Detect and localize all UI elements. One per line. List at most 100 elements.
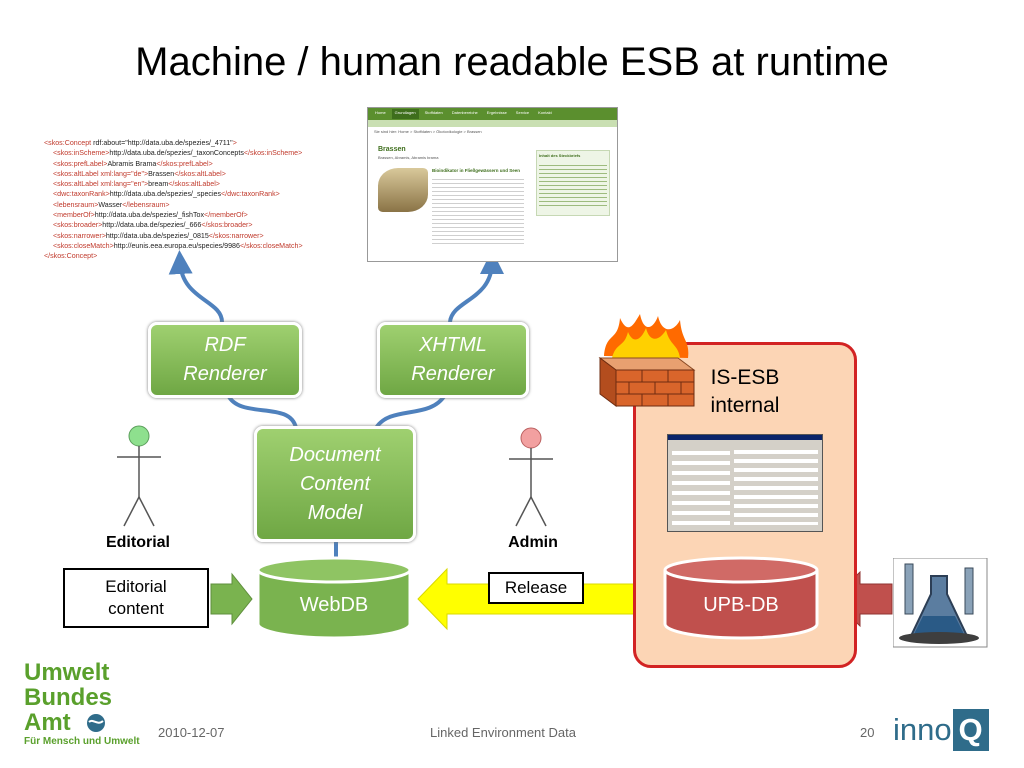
xml-line: <dwc:taxonRank>http://data.uba.de/spezie… [44, 189, 334, 199]
xml-tag: <skos:broader> [53, 221, 103, 230]
admin-actor-label: Admin [508, 534, 558, 551]
dcm-line1: Document [289, 443, 381, 466]
xml-tag: <memberOf> [53, 211, 95, 220]
release-box: Release [488, 572, 584, 604]
xml-tag: <skos:closeMatch> [53, 241, 114, 250]
xml-tag: <lebensraum> [53, 200, 99, 209]
webdb-cylinder [256, 556, 412, 640]
xml-line: <skos:broader>http://data.uba.de/spezies… [44, 220, 334, 230]
rdf-to-dcm-connector [226, 393, 298, 429]
rdf-renderer-node: RDF Renderer [148, 322, 302, 398]
uba-logo-line3: Amt [24, 709, 71, 736]
preview-nav-item: Grundlagen [391, 109, 419, 119]
xml-tag: <dwc:taxonRank> [53, 190, 110, 199]
is-esb-label-line1: IS-ESB [710, 366, 780, 389]
editorial-content-box: Editorial content [63, 568, 209, 628]
document-content-model-node: Document Content Model [254, 426, 416, 542]
is-esb-label-line2: internal [710, 394, 780, 417]
slide-title: Machine / human readable ESB at runtime [135, 40, 889, 84]
xhtml-renderer-node: XHTML Renderer [377, 322, 529, 398]
xml-tag: <skos:inScheme> [53, 149, 110, 158]
fish-image [378, 168, 428, 212]
preview-body-text [432, 176, 524, 246]
editorial-content-line2: content [108, 599, 164, 618]
xml-line: <skos:altLabel xml:lang="de">Brassen</sk… [44, 169, 334, 179]
preview-nav-item: Stoffdaten [424, 110, 443, 115]
xml-tag: </skos:broader> [201, 221, 253, 230]
editorial-to-webdb-arrow [210, 572, 253, 626]
xml-value: http://data.uba.de/spezies/_666 [102, 221, 202, 230]
xml-tag: <skos:narrower> [53, 231, 106, 240]
xhtml-renderer-line2: Renderer [411, 363, 495, 385]
xml-tag: </skos:prefLabel> [156, 159, 213, 168]
xml-value: http://data.uba.de/spezies/_species [109, 190, 222, 199]
rdf-renderer-line2: Renderer [183, 363, 267, 385]
xml-tag: </memberOf> [204, 211, 248, 220]
preview-nav-bar: Home Grundlagen Stoffdaten Datenbereiche Erg… [368, 108, 617, 120]
xml-line: <skos:prefLabel>Abramis Brama</skos:pref… [44, 159, 334, 169]
firewall-icon [598, 314, 696, 407]
xml-value: Abramis Brama [107, 159, 157, 168]
xml-tag: > [232, 139, 237, 147]
xml-tag: <skos:prefLabel> [53, 159, 108, 168]
xhtml-output-arrow [448, 250, 504, 323]
xhtml-page-preview: Home Grundlagen Stoffdaten Datenbereiche Erg… [367, 107, 618, 262]
preview-section-title: Bioindikator in Fließgewässern und Seen [432, 168, 521, 173]
xml-value: http://data.uba.de/spezies/_taxonConcept… [109, 149, 244, 158]
innoq-logo: inno Q [893, 708, 989, 752]
xml-line: <skos:Concept rdf:about="http://data.uba… [44, 138, 334, 148]
xml-value: Wasser [98, 200, 123, 209]
innoq-logo-q: Q [952, 709, 989, 751]
xml-value: http://eunis.eea.europa.eu/species/9986 [113, 241, 240, 250]
footer-page-number: 20 [860, 725, 875, 740]
editorial-actor-label: Editorial [105, 534, 170, 551]
dcm-line3: Model [307, 501, 363, 524]
xml-line: </skos:Concept> [44, 251, 334, 261]
rdf-xml-snippet: <skos:Concept rdf:about="http://data.uba… [44, 138, 334, 262]
uba-logo-tagline: Für Mensch und Umwelt [24, 736, 140, 747]
uba-logo: Umwelt Bundes Amt Für Mensch und Umwelt [24, 660, 142, 748]
webdb-label: WebDB [299, 594, 369, 616]
preview-nav-item: Home [375, 110, 386, 115]
preview-nav-item: Kontakt [538, 110, 552, 115]
preview-nav-item: Datenbereiche [451, 110, 478, 115]
globe-icon [86, 713, 105, 732]
xml-line: <lebensraum>Wasser</lebensraum> [44, 200, 334, 210]
xml-tag: </skos:Concept> [44, 252, 98, 261]
xml-tag: <skos:altLabel xml:lang="de"> [53, 169, 149, 178]
xml-value: Brassen [148, 169, 175, 178]
is-esb-label: IS-ESB internal [690, 364, 800, 420]
xml-value: rdf:about="http://data.uba.de/spezies/_4… [91, 139, 233, 147]
footer-date: 2010-12-07 [158, 725, 225, 740]
xml-line: <memberOf>http://data.uba.de/spezies/_fi… [44, 210, 334, 220]
xml-line: <skos:inScheme>http://data.uba.de/spezie… [44, 148, 334, 158]
upb-form-preview [667, 434, 823, 532]
upbdb-cylinder [663, 556, 819, 640]
xhtml-to-dcm-connector [374, 393, 447, 430]
editorial-content-line1: Editorial [105, 577, 167, 596]
rdf-output-arrow [168, 250, 224, 323]
innoq-logo-text: inno [893, 712, 952, 747]
uba-logo-line1: Umwelt [24, 659, 110, 686]
dcm-line2: Content [299, 472, 371, 495]
xml-value: http://data.uba.de/spezies/_0815 [105, 231, 209, 240]
rdf-renderer-line1: RDF [204, 334, 246, 356]
preview-sidebar: Inhalt des Steckbriefs [536, 150, 610, 216]
editorial-actor-figure [117, 425, 161, 527]
xml-line: <skos:narrower>http://data.uba.de/spezie… [44, 231, 334, 241]
preview-nav-item: Service [515, 110, 530, 115]
xml-line: <skos:closeMatch>http://eunis.eea.europa… [44, 241, 334, 251]
xml-tag: </dwc:taxonRank> [221, 190, 280, 199]
preview-nav-item: Ergebnisse [486, 110, 507, 115]
xml-tag: </lebensraum> [122, 200, 170, 209]
admin-actor-figure [509, 427, 553, 527]
lab-flask-icon [893, 558, 988, 648]
xml-tag: </skos:altLabel> [168, 180, 220, 189]
xml-tag: </skos:inScheme> [243, 149, 303, 158]
xml-value: http://data.uba.de/spezies/_fishTox [94, 211, 205, 220]
xml-tag: </skos:closeMatch> [239, 241, 303, 250]
uba-logo-line2: Bundes [24, 684, 113, 711]
xml-value: bream [148, 180, 169, 189]
xml-tag: </skos:narrower> [208, 231, 264, 240]
preview-heading: Brassen [378, 146, 406, 153]
